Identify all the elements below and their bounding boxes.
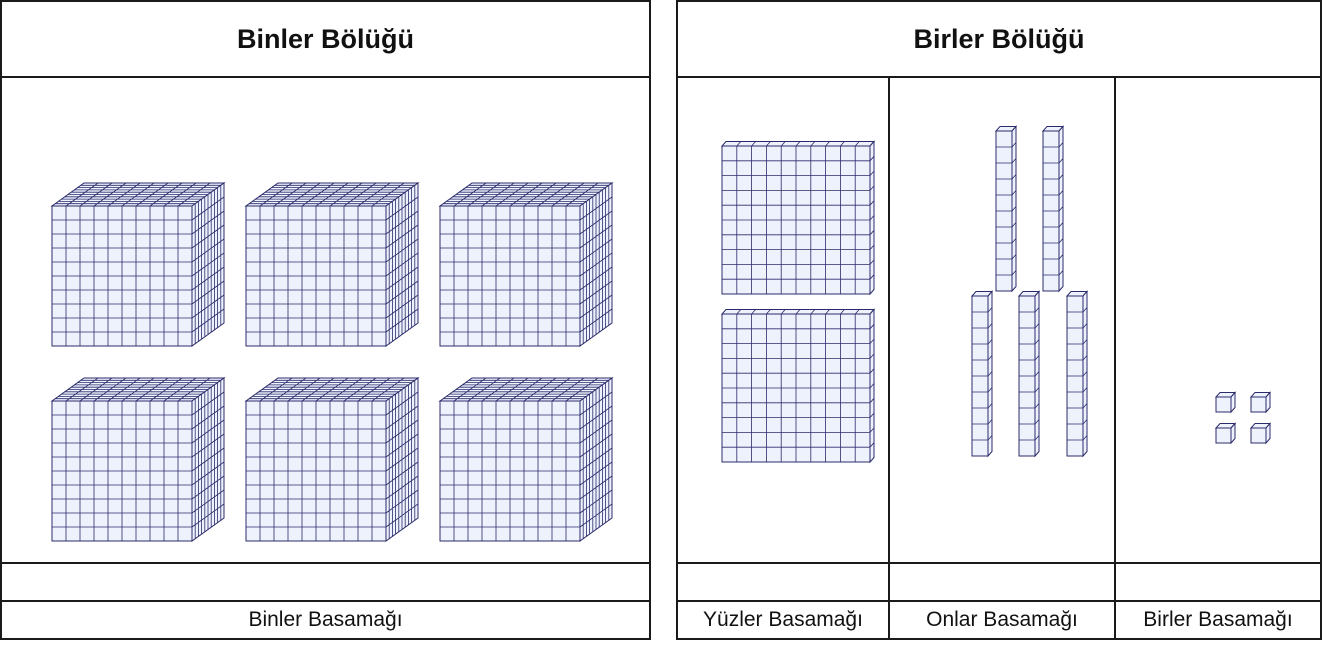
- unit-cube-block: [1216, 393, 1235, 413]
- hundred-flat-block: [722, 142, 874, 295]
- ten-rod-block: [1019, 292, 1039, 457]
- ten-rod-block: [996, 127, 1016, 292]
- unit-cube-block: [1216, 424, 1235, 444]
- hundred-flat-block: [722, 310, 874, 463]
- ten-rod-block: [1067, 292, 1087, 457]
- thousand-cube-block: [440, 183, 612, 346]
- thousand-cube-block: [52, 378, 224, 541]
- thousand-cube-block: [52, 183, 224, 346]
- unit-cube-block: [1251, 424, 1270, 444]
- thousand-cube-block: [440, 378, 612, 541]
- thousand-cube-block: [246, 378, 418, 541]
- ten-rod-block: [1043, 127, 1063, 292]
- thousand-cube-block: [246, 183, 418, 346]
- ten-rod-block: [972, 292, 992, 457]
- unit-cube-block: [1251, 393, 1270, 413]
